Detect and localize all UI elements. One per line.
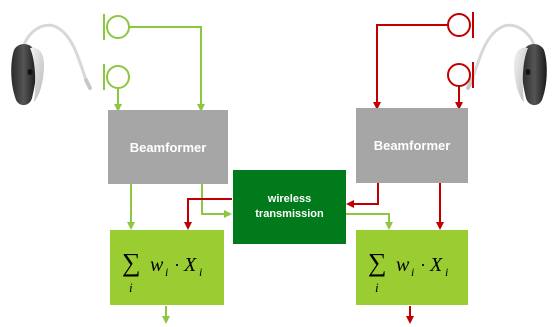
right-mic-2-icon — [447, 62, 474, 88]
right-weight-symbol: w — [396, 254, 410, 276]
left-beamformer-to-wireless-arrow — [201, 184, 232, 218]
left-weight-subscript: i — [165, 265, 168, 279]
wireless-transmission-block: wireless transmission — [233, 170, 346, 244]
left-mic-2-icon — [103, 64, 130, 90]
left-beamformer-block: Beamformer — [108, 110, 228, 184]
wireless-to-left-sum-arrow — [184, 198, 232, 230]
right-mic-1-icon — [447, 12, 474, 38]
left-weight-symbol: w — [150, 254, 164, 276]
right-beamformer-label: Beamformer — [374, 138, 451, 153]
right-hearing-aid-icon — [466, 23, 547, 106]
left-mic-1-icon — [103, 14, 130, 40]
left-sum-index: i — [129, 280, 133, 295]
right-beamformer-block: Beamformer — [356, 108, 468, 183]
right-signal-symbol: X — [429, 254, 443, 276]
wireless-to-right-sum-arrow — [346, 213, 393, 230]
right-dot-symbol: · — [420, 255, 426, 275]
right-mic1-to-beamformer-arrow — [373, 24, 448, 110]
right-weighted-sum-block: ∑ i w i · X i — [356, 230, 468, 305]
right-weight-subscript: i — [411, 265, 414, 279]
left-weighted-sum-block: ∑ i w i · X i — [110, 230, 224, 305]
left-signal-paths — [114, 26, 393, 324]
left-beamformer-label: Beamformer — [130, 140, 207, 155]
left-signal-symbol: X — [183, 254, 197, 276]
left-mic1-to-beamformer-arrow — [129, 26, 205, 112]
right-sum-index: i — [375, 280, 379, 295]
left-dot-symbol: · — [174, 255, 180, 275]
left-sum-symbol: ∑ — [122, 248, 141, 277]
left-signal-subscript: i — [199, 265, 202, 279]
right-signal-paths — [184, 24, 463, 324]
right-sum-formula: ∑ i w i · X i — [368, 248, 448, 295]
right-signal-subscript: i — [445, 265, 448, 279]
wireless-label-line1: wireless — [267, 193, 311, 205]
left-hearing-aid-icon — [11, 23, 92, 106]
right-beamformer-to-wireless-arrow — [346, 183, 379, 208]
left-sum-formula: ∑ i w i · X i — [122, 248, 202, 295]
wireless-label-line2: transmission — [255, 208, 324, 220]
right-sum-symbol: ∑ — [368, 248, 387, 277]
